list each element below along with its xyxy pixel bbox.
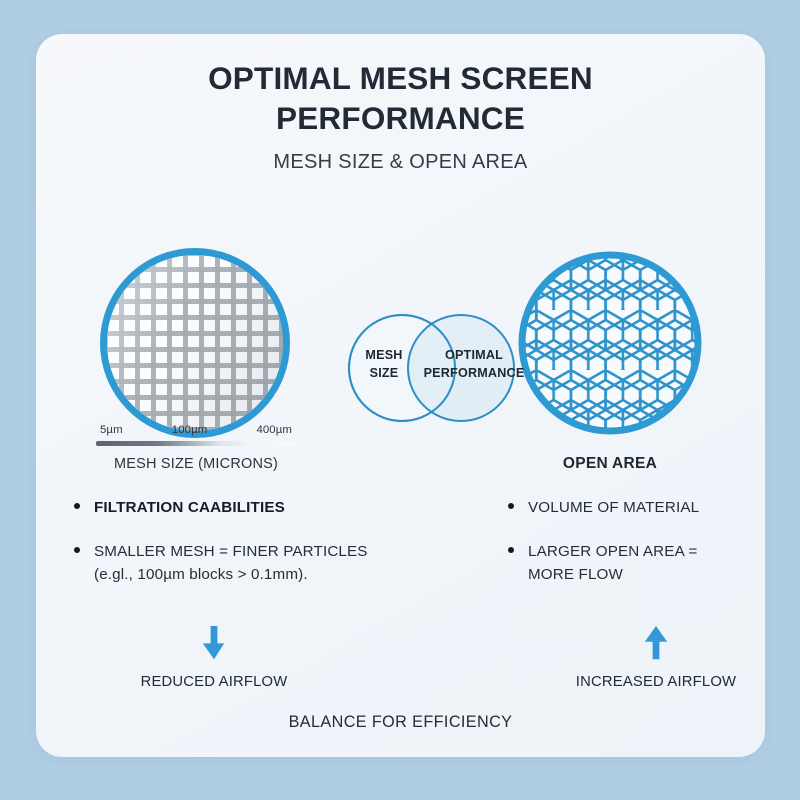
header: OPTIMAL MESH SCREEN PERFORMANCE MESH SIZ… — [36, 58, 765, 174]
increased-airflow-block: INCREASED AIRFLOW — [556, 626, 756, 690]
arrow-down-icon — [114, 626, 314, 660]
bullet-dot-icon — [508, 547, 514, 554]
list-item: FILTRATION CAABILITIES — [74, 496, 414, 519]
scale-tick-labels: 5µm 100µm 400µm — [96, 424, 296, 436]
venn-label-mesh-size-line2: SIZE — [369, 366, 399, 381]
reduced-airflow-caption: REDUCED AIRFLOW — [140, 674, 288, 690]
venn-diagram: MESH SIZE OPTIMAL PERFORMANCE — [339, 302, 539, 434]
square-mesh-screen-icon — [100, 248, 290, 438]
page-title: OPTIMAL MESH SCREEN PERFORMANCE — [208, 60, 593, 137]
right-bullet-2-line1: LARGER OPEN AREA = — [528, 543, 698, 561]
list-item: VOLUME OF MATERIAL — [508, 496, 765, 519]
right-column: VOLUME OF MATERIAL LARGER OPEN AREA = MO… — [508, 496, 765, 607]
left-bullet-2-line1: SMALLER MESH = FINER PARTICLES — [94, 543, 368, 561]
venn-label-mesh-size: MESH SIZE — [351, 346, 417, 383]
bullet-dot-icon — [508, 503, 514, 509]
honeycomb-screen-icon — [515, 248, 705, 438]
page-subtitle: MESH SIZE & OPEN AREA — [273, 150, 528, 173]
right-bullet-1-text: VOLUME OF MATERIAL — [528, 499, 700, 516]
increased-airflow-caption: INCREASED AIRFLOW — [575, 674, 737, 690]
venn-label-optimal-performance: OPTIMAL PERFORMANCE — [413, 346, 535, 383]
scale-tick-2: 400µm — [256, 424, 292, 436]
reduced-airflow-block: REDUCED AIRFLOW — [114, 626, 314, 690]
bullet-dot-icon — [74, 503, 80, 509]
list-item: LARGER OPEN AREA = MORE FLOW — [508, 540, 765, 586]
right-bullet-2-line2: MORE FLOW — [528, 566, 624, 584]
venn-label-mesh-size-line1: MESH — [365, 348, 403, 362]
scale-tick-0: 5µm — [100, 424, 123, 436]
list-item: SMALLER MESH = FINER PARTICLES (e.gl., 1… — [74, 540, 414, 586]
left-bullet-1-text: FILTRATION CAABILITIES — [94, 499, 285, 516]
left-bullet-2-text: SMALLER MESH = FINER PARTICLES (e.gl., 1… — [94, 540, 368, 586]
footer-text: BALANCE FOR EFFICIENCY — [288, 713, 513, 731]
open-area-heading: OPEN AREA — [562, 455, 658, 472]
right-bullet-2-text: LARGER OPEN AREA = MORE FLOW — [528, 540, 697, 586]
left-bullet-2-line2: (e.gl., 100µm blocks > 0.1mm). — [94, 566, 308, 584]
scale-caption: MESH SIZE (MICRONS) — [113, 456, 279, 472]
venn-label-optimal-line1: OPTIMAL — [444, 348, 504, 362]
scale-gradient-bar — [96, 441, 296, 446]
bullet-dot-icon — [74, 547, 80, 554]
left-column: FILTRATION CAABILITIES SMALLER MESH = FI… — [74, 496, 414, 607]
scale-tick-1: 100µm — [171, 424, 208, 436]
infographic-card: OPTIMAL MESH SCREEN PERFORMANCE MESH SIZ… — [36, 34, 765, 757]
mesh-size-scale: 5µm 100µm 400µm MESH SIZE (MICRONS) — [96, 424, 296, 472]
arrow-up-icon — [556, 626, 756, 660]
square-mesh-shading — [107, 255, 283, 431]
venn-label-optimal-line2: PERFORMANCE — [423, 366, 525, 381]
